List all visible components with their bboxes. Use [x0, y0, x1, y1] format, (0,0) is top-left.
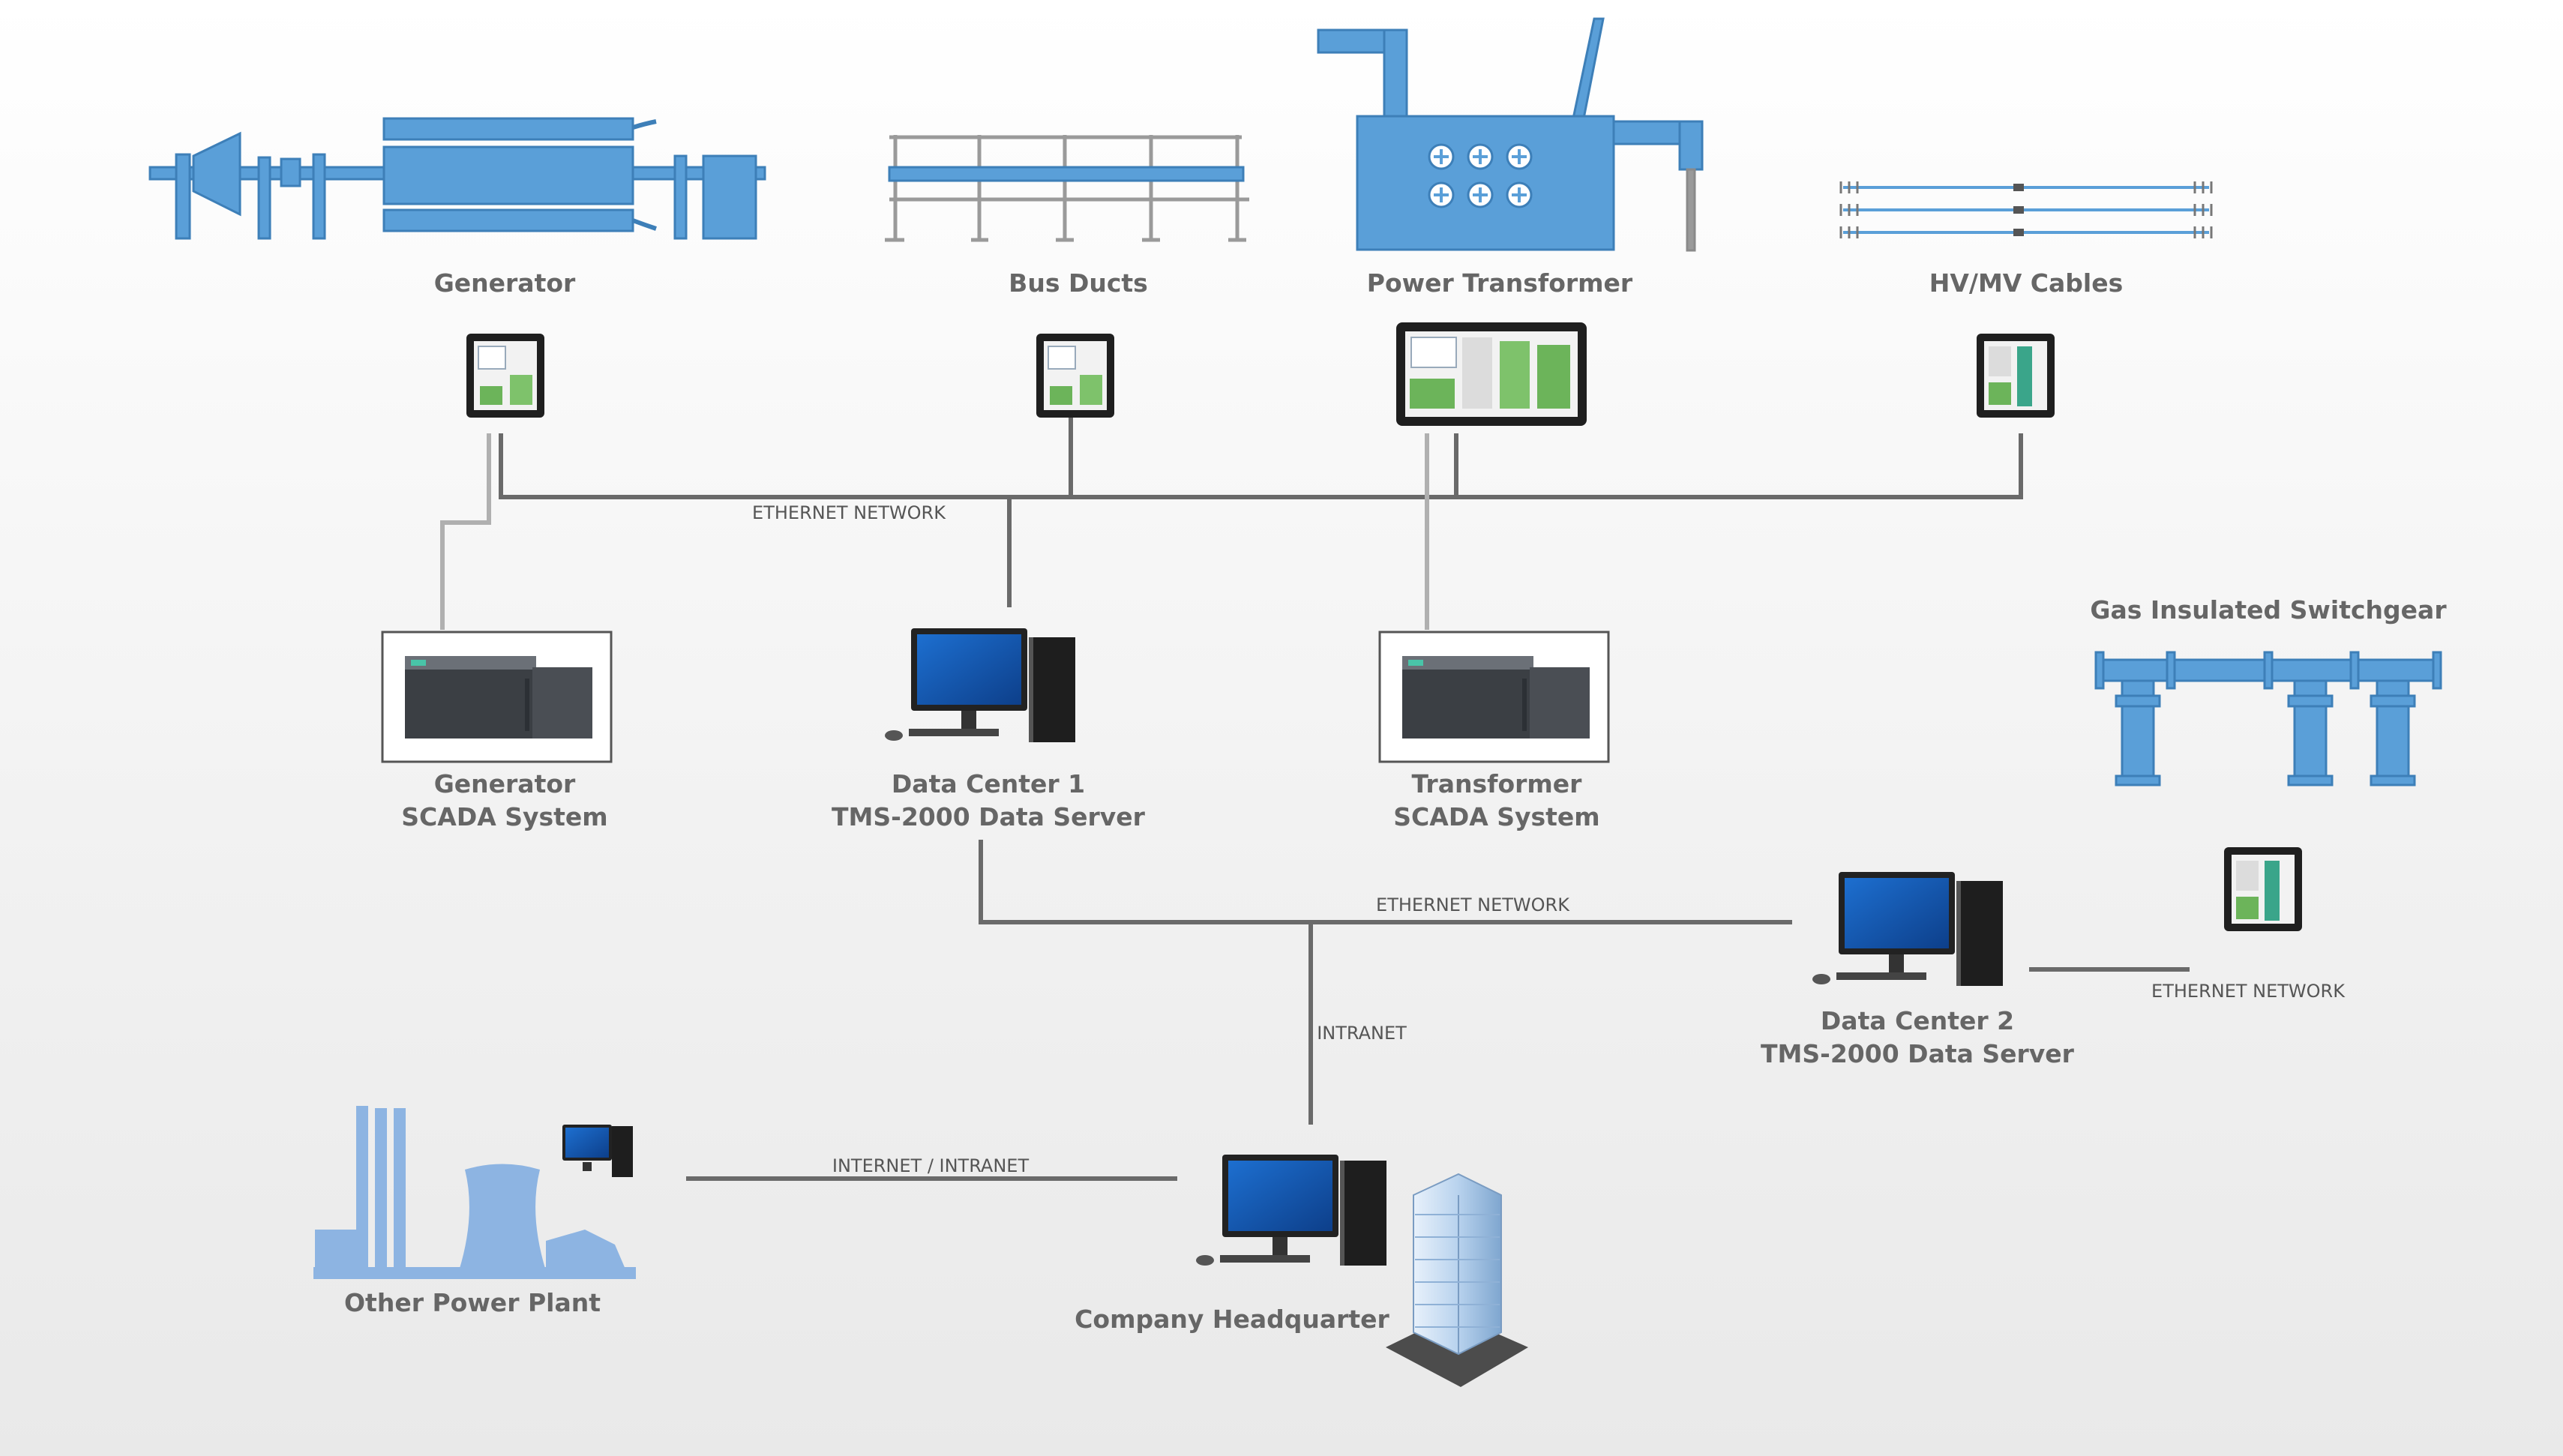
data-center-2-label: Data Center 2 TMS-2000 Data Server: [1761, 1005, 2074, 1071]
middle-ethernet-bus: [979, 840, 1792, 924]
data-center-2-label-line-2: TMS-2000 Data Server: [1761, 1039, 2074, 1068]
internet-intranet-label: INTERNET / INTRANET: [832, 1155, 1030, 1176]
ethernet-network-middle-label: ETHERNET NETWORK: [1376, 894, 1569, 915]
generator-monitor-unit: [466, 334, 544, 418]
power-plant-computer: [562, 1125, 633, 1177]
intranet-label: INTRANET: [1317, 1023, 1407, 1044]
data-center-1-label-line-1: Data Center 1: [891, 769, 1086, 798]
transformer-scada-label: Transformer SCADA System: [1393, 768, 1599, 834]
company-headquarter-label: Company Headquarter: [1075, 1305, 1389, 1334]
cables-monitor-unit: [1977, 334, 2055, 418]
power-transformer-icon: [1317, 17, 1704, 252]
power-transformer-label: Power Transformer: [1366, 268, 1633, 298]
data-center-1-label-line-2: TMS-2000 Data Server: [832, 802, 1145, 831]
generator-scada-label-line-1: Generator: [433, 769, 576, 798]
data-center-1-computer: [885, 628, 1075, 742]
gis-icon: [2094, 651, 2442, 786]
other-power-plant-icon: [313, 1106, 636, 1279]
generator-scada-panel: [381, 631, 613, 763]
other-power-plant-label: Other Power Plant: [344, 1288, 601, 1317]
generator-scada-label-line-2: SCADA System: [401, 802, 608, 831]
network-lines: [440, 416, 2190, 1181]
ethernet-network-gis-label: ETHERNET NETWORK: [2151, 981, 2345, 1002]
transformer-scada-label-line-2: SCADA System: [1393, 802, 1600, 831]
generator-icon: [148, 117, 766, 240]
data-center-1-label: Data Center 1 TMS-2000 Data Server: [832, 768, 1145, 834]
generator-scada-label: Generator SCADA System: [401, 768, 607, 834]
generator-label: Generator: [433, 268, 576, 298]
transformer-scada-panel: [1378, 631, 1610, 763]
gis-monitor-unit: [2224, 847, 2302, 931]
ethernet-network-top-label: ETHERNET NETWORK: [752, 502, 946, 523]
bus-ducts-label: Bus Ducts: [1009, 268, 1148, 298]
hv-mv-cables-icon: [1839, 181, 2213, 238]
gis-label: Gas Insulated Switchgear: [2090, 595, 2447, 625]
headquarter-building-icon: [1386, 1173, 1528, 1387]
transformer-scada-label-line-1: Transformer: [1411, 769, 1582, 798]
transformer-monitor-unit: [1396, 322, 1587, 426]
bus-ducts-icon: [885, 135, 1249, 242]
bus-ducts-monitor-unit: [1036, 334, 1114, 418]
hv-mv-cables-label: HV/MV Cables: [1929, 268, 2124, 298]
data-center-2-label-line-1: Data Center 2: [1820, 1006, 2015, 1035]
generator-scada-link: [440, 433, 491, 630]
headquarter-computer: [1196, 1155, 1386, 1266]
top-ethernet-bus: [499, 433, 2023, 499]
data-center-2-computer: [1812, 872, 2003, 986]
